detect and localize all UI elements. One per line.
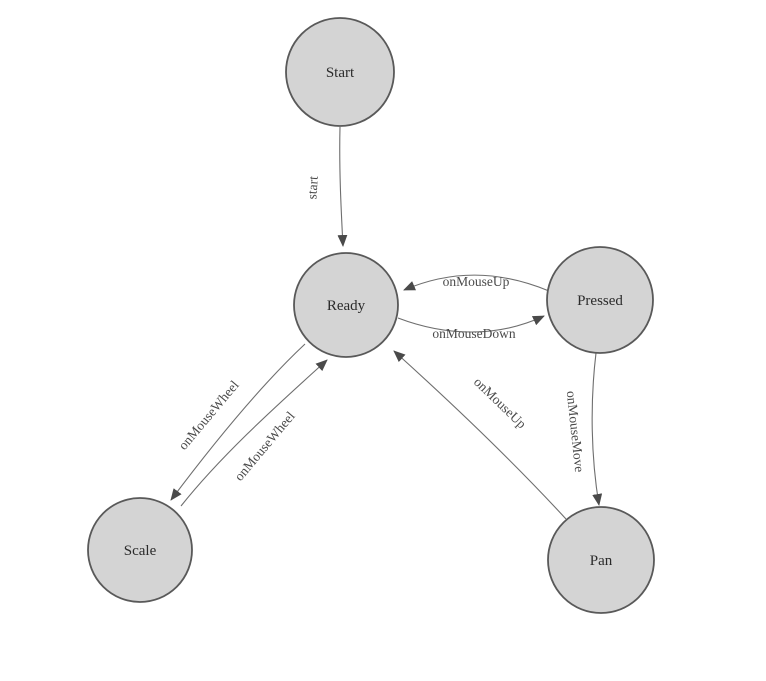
edge-start-to-ready [337,126,348,247]
node-scale: Scale [87,497,193,603]
edge-label-onmousedown: onMouseDown [432,326,515,341]
node-start-label: Start [326,65,355,81]
edge-pressed-to-pan [591,352,603,506]
node-ready-label: Ready [327,298,366,314]
edge-label-onmouseup-top: onMouseUp [443,274,510,289]
node-group: Start Ready Pressed Scale Pan [87,17,655,614]
node-ready: Ready [293,252,399,358]
node-ready-circle [293,252,399,358]
node-start-circle [285,17,395,127]
node-pan-circle [547,506,655,614]
node-pressed-label: Pressed [577,293,623,309]
edge-group [170,126,603,520]
edge-pressed-to-ready [403,274,550,292]
node-start: Start [285,17,395,127]
edge-pan-to-ready [393,350,567,520]
edge-label-onmousewheel-back: onMouseWheel [231,408,298,483]
edge-label-onmouseup-diagonal: onMouseUp [471,374,530,431]
node-pressed-circle [546,246,654,354]
node-scale-label: Scale [124,543,157,559]
node-pan: Pan [547,506,655,614]
edge-ready-to-pressed [397,315,545,333]
edge-label-onmousemove: onMouseMove [564,390,587,473]
edge-scale-to-ready [180,359,328,507]
edge-ready-to-scale [170,343,306,501]
edge-label-start: start [304,175,321,199]
node-pressed: Pressed [546,246,654,354]
node-scale-circle [87,497,193,603]
node-pan-label: Pan [590,553,613,569]
edge-label-onmousewheel-out: onMouseWheel [175,377,242,452]
